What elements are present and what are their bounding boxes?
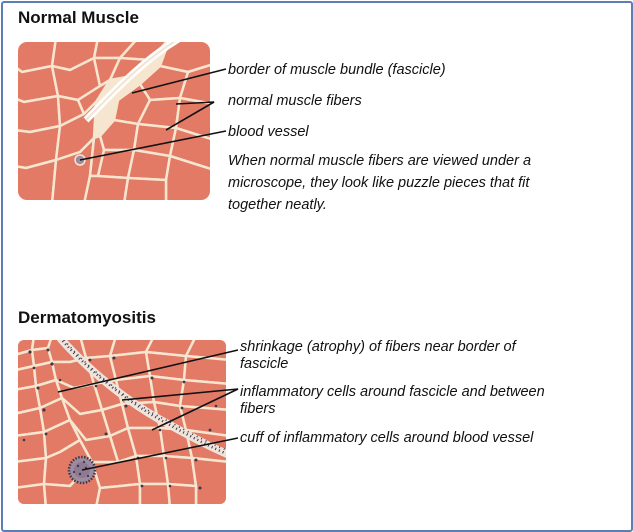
normal-muscle-panel: [18, 42, 210, 200]
label-inflammatory-line: fibers: [240, 401, 276, 417]
normal-leader-lines: [79, 68, 227, 161]
label-atrophy-line: shrinkage (atrophy) of fibers near borde…: [240, 339, 516, 355]
dermatomyositis-panel: [18, 340, 226, 504]
label-fascicle-border: border of muscle bundle (fascicle): [228, 62, 446, 78]
normal-muscle-title: Normal Muscle: [18, 8, 139, 27]
normal-muscle-description: When normal muscle fibers are viewed und…: [228, 150, 628, 216]
dermatomyositis-leader-lines: [57, 349, 239, 471]
description-line: together neatly.: [228, 197, 327, 213]
label-atrophy-line: fascicle: [240, 356, 289, 372]
label-inflammatory-cells: inflammatory cells around fascicle and b…: [240, 384, 628, 418]
label-blood-vessel: blood vessel: [228, 124, 309, 140]
label-atrophy: shrinkage (atrophy) of fibers near borde…: [240, 339, 628, 373]
description-line: When normal muscle fibers are viewed und…: [228, 153, 532, 169]
description-line: microscope, they look like puzzle pieces…: [228, 175, 530, 191]
label-perivascular-cuff: cuff of inflammatory cells around blood …: [240, 430, 534, 446]
label-inflammatory-line: inflammatory cells around fascicle and b…: [240, 384, 545, 400]
label-normal-fibers: normal muscle fibers: [228, 93, 362, 109]
dermatomyositis-title: Dermatomyositis: [18, 308, 156, 327]
